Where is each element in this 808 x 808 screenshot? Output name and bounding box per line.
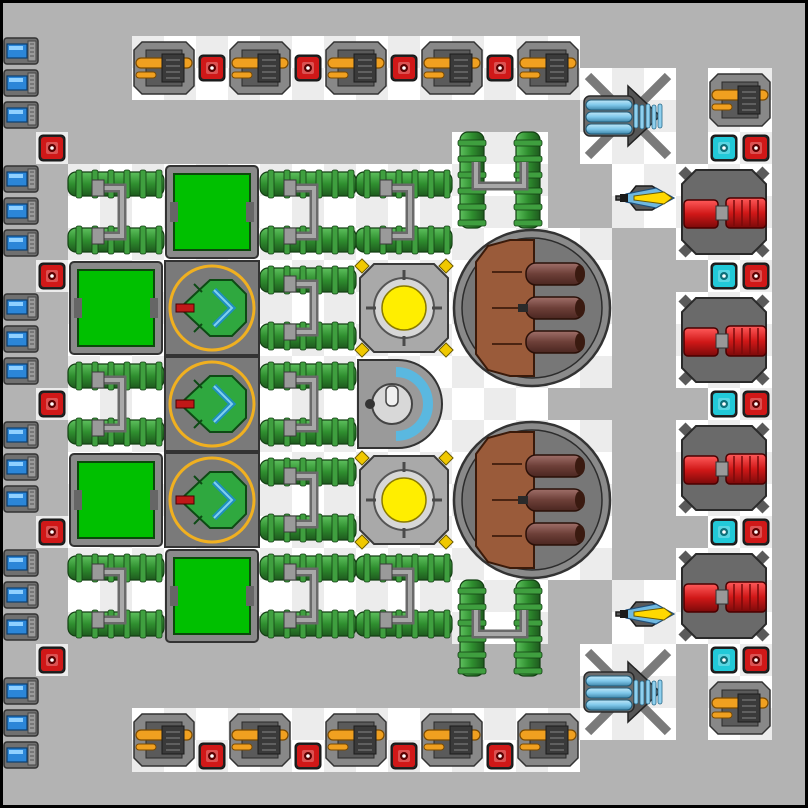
pipe-junction[interactable] [283,563,319,629]
shield-core-icon[interactable] [710,646,738,674]
pipe-junction[interactable] [283,371,319,437]
cargo-container-icon[interactable] [165,549,259,643]
battery-cell-icon[interactable] [3,709,39,737]
armor-core-icon[interactable] [198,54,226,82]
armor-plate-red[interactable] [678,422,770,514]
battery-cell-icon[interactable] [3,37,39,65]
armor-core-icon[interactable] [38,390,66,418]
railgun-icon[interactable] [229,713,291,767]
railgun-icon[interactable] [709,73,771,127]
railgun-icon[interactable] [229,41,291,95]
armor-core-icon[interactable] [742,262,770,290]
armor-core-icon[interactable] [742,134,770,162]
pipe-junction[interactable] [91,179,127,245]
battery-cell-icon[interactable] [3,485,39,513]
armor-core-icon[interactable] [294,742,322,770]
pipe-junction[interactable] [91,371,127,437]
reactor-icon[interactable] [354,258,454,358]
plasma-thruster-icon[interactable] [583,72,672,160]
triple-cannon-turret-icon[interactable] [452,228,612,388]
railgun-icon[interactable] [517,713,579,767]
reactor-icon[interactable] [354,450,454,550]
battery-cell-icon[interactable] [3,165,39,193]
battery-cell-icon[interactable] [3,581,39,609]
shield-core-icon[interactable] [710,134,738,162]
railgun-icon[interactable] [709,681,771,735]
pipe-junction[interactable] [471,610,529,639]
pipe-junction[interactable] [91,563,127,629]
cockpit-icon[interactable] [357,359,443,449]
battery-cell-icon[interactable] [3,101,39,129]
shield-core-icon[interactable] [710,390,738,418]
armor-plate-red[interactable] [678,294,770,386]
pipe-junction[interactable] [471,162,529,191]
armor-core-icon[interactable] [742,646,770,674]
railgun-icon[interactable] [421,41,483,95]
armor-core-icon[interactable] [390,742,418,770]
armor-core-icon[interactable] [294,54,322,82]
armor-core-icon[interactable] [38,518,66,546]
railgun-icon[interactable] [133,713,195,767]
pipe-junction[interactable] [283,467,319,533]
battery-cell-icon[interactable] [3,69,39,97]
drone-launcher-icon[interactable] [164,452,260,548]
armor-plate-red[interactable] [678,550,770,642]
battery-cell-icon[interactable] [3,741,39,769]
drone-launcher-icon[interactable] [164,260,260,356]
cargo-container-icon[interactable] [69,453,163,547]
battery-cell-icon[interactable] [3,677,39,705]
shield-core-icon[interactable] [710,262,738,290]
armor-core-icon[interactable] [38,262,66,290]
battery-cell-icon[interactable] [3,197,39,225]
battery-cell-icon[interactable] [3,357,39,385]
railgun-icon[interactable] [133,41,195,95]
battery-cell-icon[interactable] [3,229,39,257]
armor-core-icon[interactable] [38,134,66,162]
plasma-thruster-icon[interactable] [583,648,672,736]
battery-cell-icon[interactable] [3,421,39,449]
armor-core-icon[interactable] [486,742,514,770]
battery-cell-icon[interactable] [3,613,39,641]
drone-launcher-icon[interactable] [164,356,260,452]
railgun-icon[interactable] [421,713,483,767]
shield-core-icon[interactable] [710,518,738,546]
pipe-junction[interactable] [283,179,319,245]
armor-plate-red[interactable] [678,166,770,258]
battery-cell-icon[interactable] [3,453,39,481]
armor-core-icon[interactable] [198,742,226,770]
railgun-icon[interactable] [517,41,579,95]
armor-core-icon[interactable] [486,54,514,82]
battery-cell-icon[interactable] [3,549,39,577]
fighter-bay-icon[interactable] [615,185,676,211]
armor-core-icon[interactable] [38,646,66,674]
pipe-junction[interactable] [379,563,415,629]
railgun-icon[interactable] [325,713,387,767]
fighter-bay-icon[interactable] [615,601,676,627]
armor-core-icon[interactable] [742,518,770,546]
armor-core-icon[interactable] [742,390,770,418]
battery-cell-icon[interactable] [3,293,39,321]
armor-core-icon[interactable] [390,54,418,82]
parts-layer [3,37,771,770]
battery-cell-icon[interactable] [3,325,39,353]
pipe-junction[interactable] [379,179,415,245]
railgun-icon[interactable] [325,41,387,95]
cargo-container-icon[interactable] [165,165,259,259]
pipe-junction[interactable] [283,275,319,341]
cargo-container-icon[interactable] [69,261,163,355]
triple-cannon-turret-icon[interactable] [452,420,612,580]
